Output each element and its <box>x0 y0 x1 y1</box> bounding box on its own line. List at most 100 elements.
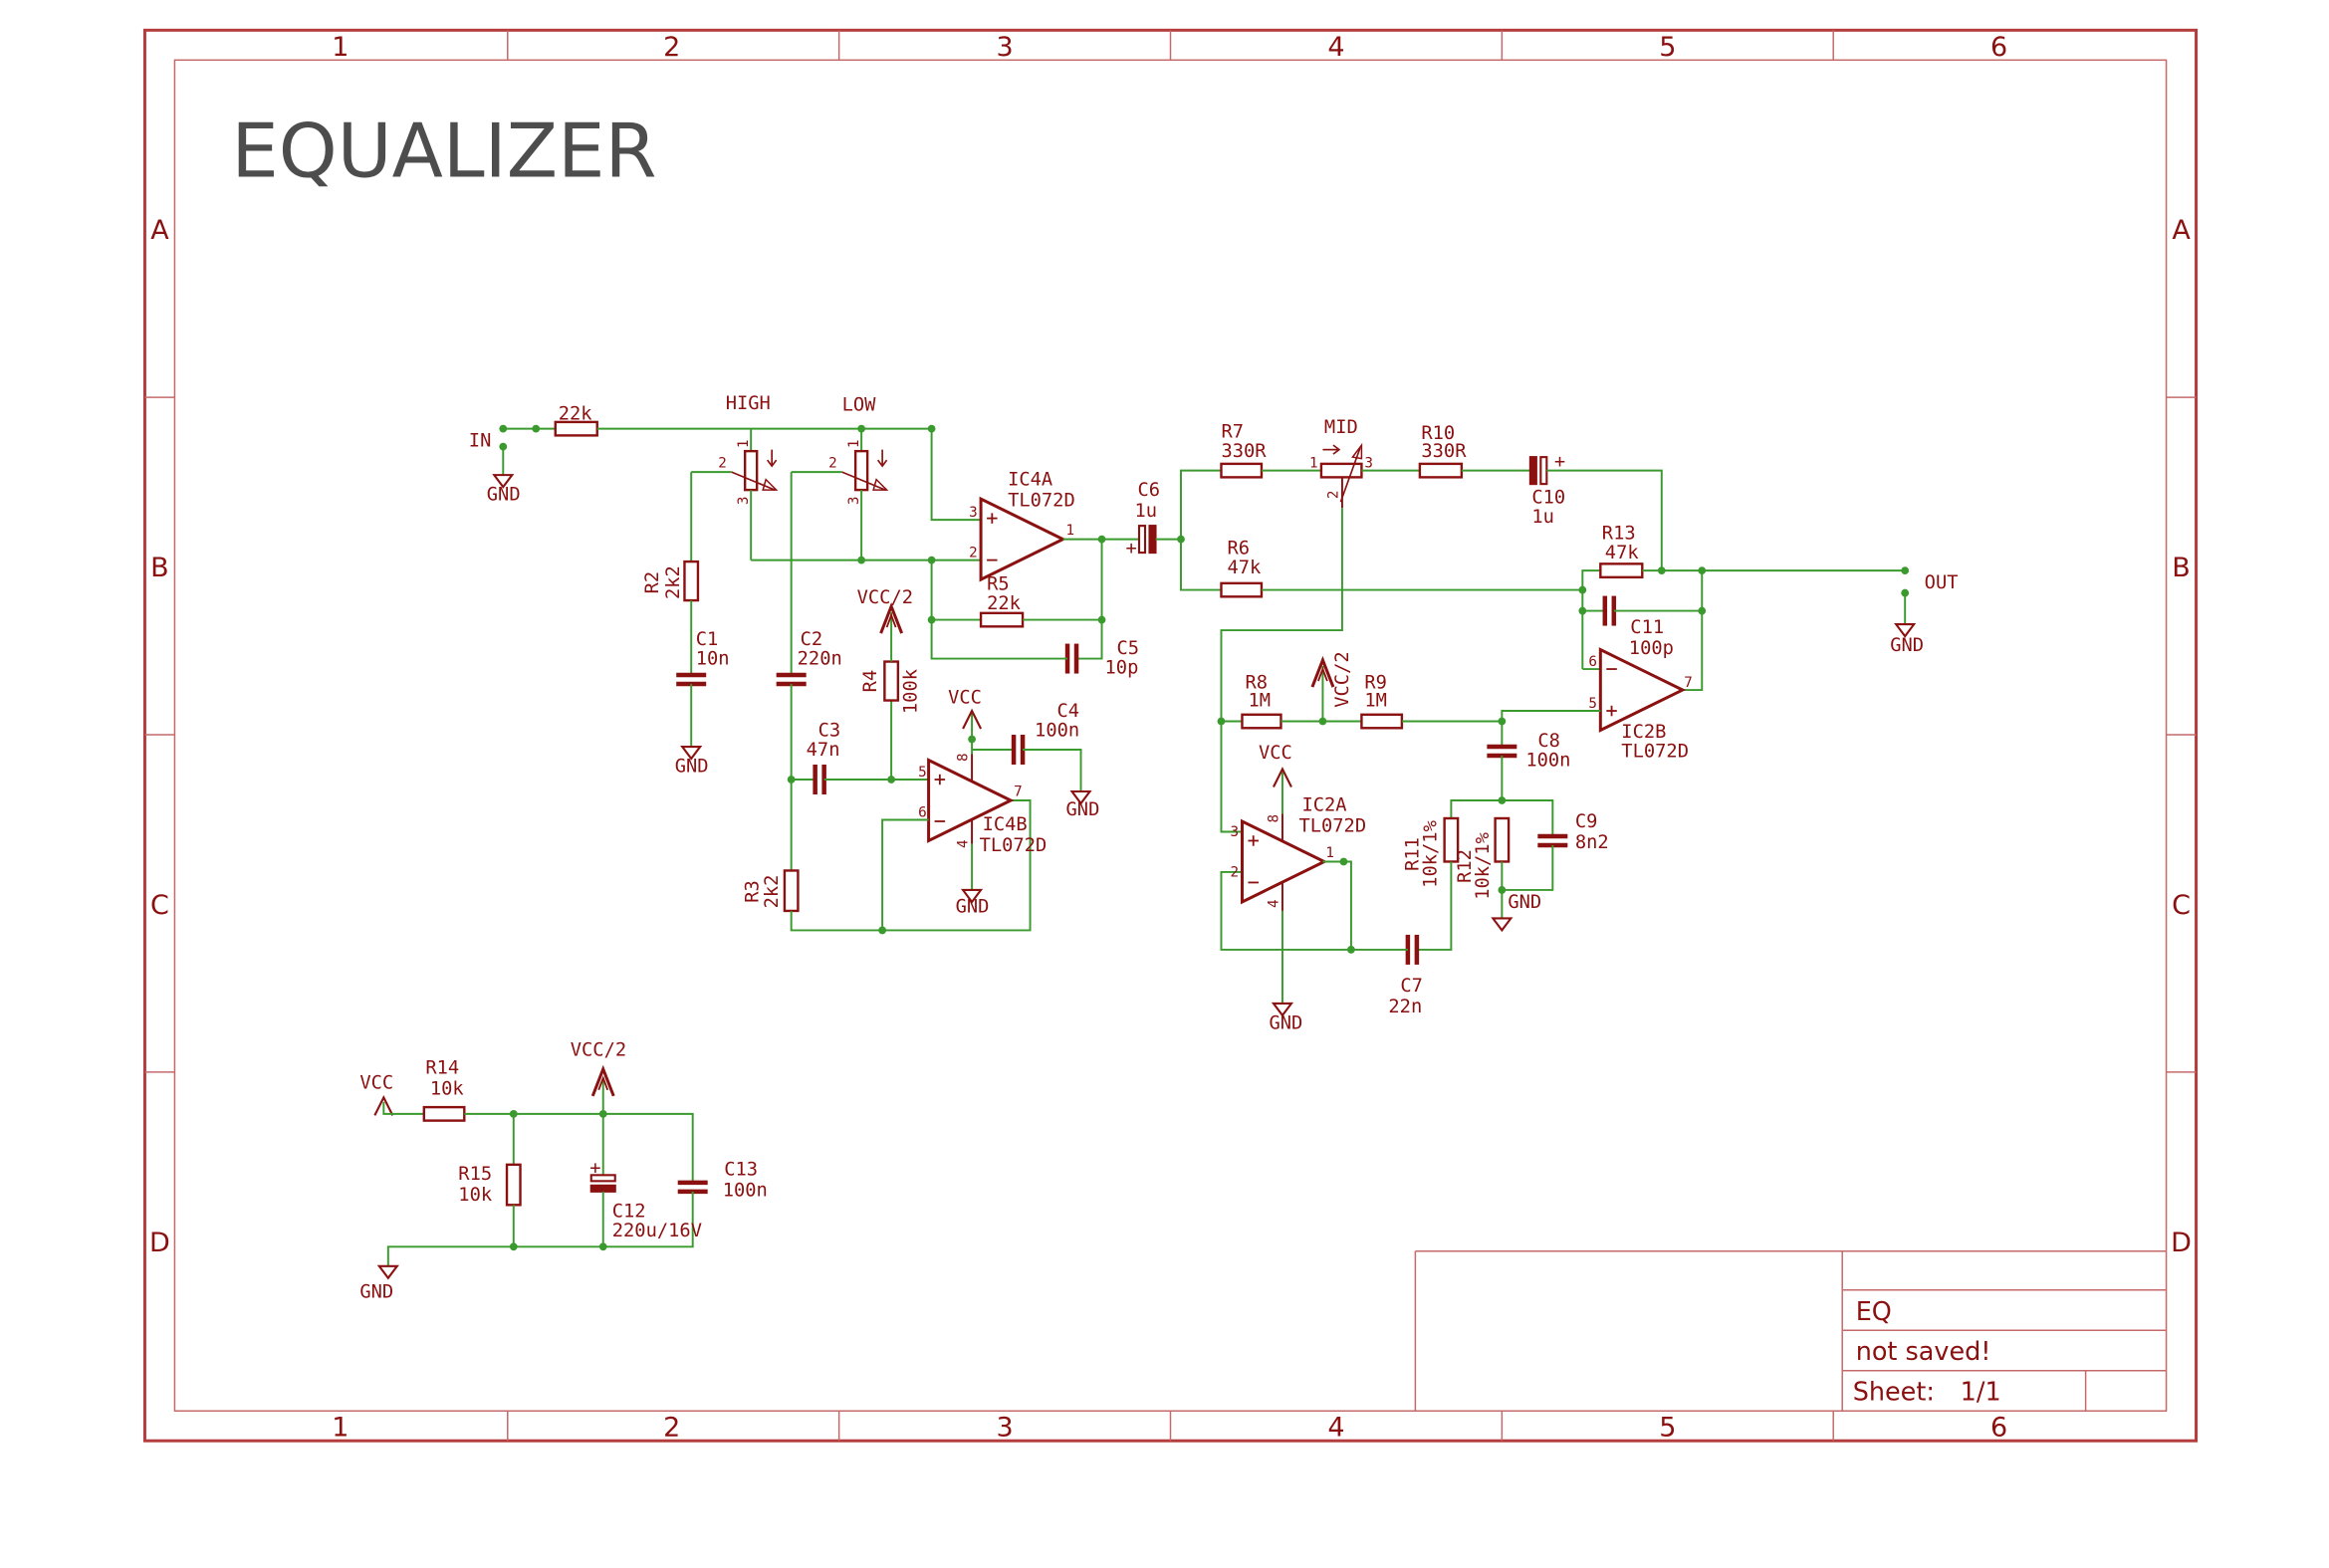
column-number: 2 <box>663 1413 680 1444</box>
resistor-ref: R5 <box>987 574 1010 595</box>
pin-number: 2 <box>1325 491 1341 500</box>
net-label-gnd: GND <box>1508 892 1541 913</box>
capacitor-c12 <box>589 1174 616 1193</box>
potentiometer-low[interactable] <box>841 449 889 492</box>
junction-dot <box>878 926 887 935</box>
pin-number: 7 <box>1684 675 1693 691</box>
opamp-ref: IC2A <box>1301 794 1346 815</box>
junction-dot <box>1097 535 1106 544</box>
pin-number: 1 <box>1309 456 1318 472</box>
capacitor-value: 10p <box>1105 658 1139 679</box>
ground-symbol-icon <box>1271 1002 1294 1017</box>
resistor-value: 2k2 <box>663 565 684 599</box>
junction-dot <box>1339 857 1348 866</box>
resistor-value: 1M <box>1248 691 1271 712</box>
capacitor-ref: C11 <box>1630 617 1664 638</box>
potentiometer-high[interactable] <box>731 449 779 492</box>
junction-dot <box>1698 606 1707 615</box>
resistor-ref: R8 <box>1245 673 1268 694</box>
resistor-r7 <box>1220 462 1264 479</box>
resistor-r2 <box>683 560 700 602</box>
resistor-ref: R2 <box>642 571 663 594</box>
junction-dot <box>499 424 508 433</box>
wire <box>1581 569 1601 670</box>
capacitor-ref: C12 <box>612 1201 646 1222</box>
capacitor-c8 <box>1487 744 1517 759</box>
resistor-ref: R14 <box>425 1057 459 1078</box>
resistor-value: 47k <box>1227 558 1261 578</box>
net-label-gnd: GND <box>956 896 990 917</box>
capacitor-value: 1u <box>1531 507 1554 528</box>
capacitor-c3 <box>813 765 826 794</box>
capacitor-ref: C1 <box>696 629 719 650</box>
capacitor-c5 <box>1064 643 1079 674</box>
vcc-half-arrow-icon <box>879 601 904 634</box>
resistor-ref: R6 <box>1227 539 1250 560</box>
capacitor-value: 220n <box>798 649 842 670</box>
capacitor-c13 <box>677 1180 708 1195</box>
resistor-value: 22k <box>559 404 592 425</box>
resistor-ref: R7 <box>1221 422 1244 443</box>
pot-label-low: LOW <box>842 395 877 416</box>
net-label-vcc-half: VCC/2 <box>571 1039 626 1060</box>
capacitor-c10 <box>1528 456 1548 486</box>
column-number: 4 <box>1327 32 1344 63</box>
opamp-ref: IC2B <box>1621 722 1666 743</box>
junction-dot <box>1318 717 1327 726</box>
resistor-value: 1M <box>1364 691 1387 712</box>
capacitor-ref: C8 <box>1537 731 1560 752</box>
net-label-gnd: GND <box>487 485 521 506</box>
junction-dot <box>1217 717 1226 726</box>
wire <box>881 818 929 931</box>
resistor-value: 10k <box>458 1185 492 1206</box>
net-label-gnd: GND <box>675 757 709 778</box>
wire <box>386 1191 694 1266</box>
wire <box>1546 469 1663 571</box>
resistor-r14 <box>422 1105 466 1122</box>
pin-number: 2 <box>718 456 727 472</box>
frame-outer <box>142 28 2199 1443</box>
pin-number: 5 <box>1588 696 1597 712</box>
pin-number: 5 <box>918 765 927 781</box>
vcc-half-arrow-icon <box>590 1064 615 1097</box>
net-label-gnd: GND <box>1066 799 1100 820</box>
capacitor-c2 <box>776 672 807 687</box>
pin-number: 8 <box>956 753 972 762</box>
capacitor-c4 <box>1011 735 1026 766</box>
capacitor-value: 10n <box>696 649 730 670</box>
resistor-ref: R10 <box>1421 423 1455 444</box>
capacitor-ref: C9 <box>1575 811 1598 832</box>
ground-symbol-icon <box>680 745 703 761</box>
junction-dot <box>1657 566 1666 574</box>
capacitor-ref: C4 <box>1057 701 1080 722</box>
junction-dot <box>509 1242 518 1251</box>
column-number: 6 <box>1990 1413 2007 1444</box>
row-letter: C <box>150 890 169 921</box>
junction-dot <box>532 424 541 433</box>
resistor-value: 10k <box>430 1078 464 1099</box>
capacitor-ref: C13 <box>724 1159 758 1180</box>
capacitor-value: 100n <box>1035 721 1079 742</box>
resistor-ref: R11 <box>1402 837 1423 871</box>
wire <box>1180 539 1222 591</box>
wire <box>1501 710 1601 722</box>
column-number: 5 <box>1659 1413 1676 1444</box>
junction-dot <box>1347 946 1355 954</box>
junction-dot <box>1901 566 1910 574</box>
pot-label-high: HIGH <box>726 393 771 414</box>
ground-symbol-icon <box>1069 789 1092 805</box>
opamp-ref: IC4B <box>983 814 1028 835</box>
row-letter: D <box>2171 1228 2192 1258</box>
pin-number: 1 <box>846 440 862 449</box>
resistor-value: 22k <box>987 593 1021 614</box>
ground-symbol-icon <box>376 1264 399 1280</box>
pin-number: 6 <box>1588 654 1597 670</box>
column-number: 5 <box>1659 32 1676 63</box>
opamp-ic2a <box>1240 818 1328 905</box>
column-number: 6 <box>1990 32 2007 63</box>
resistor-value: 10k/1% <box>1420 820 1441 888</box>
resistor-r4 <box>883 660 900 702</box>
net-label-out: OUT <box>1925 572 1959 593</box>
row-letter: C <box>2172 890 2191 921</box>
resistor-value: 330R <box>1221 441 1267 462</box>
